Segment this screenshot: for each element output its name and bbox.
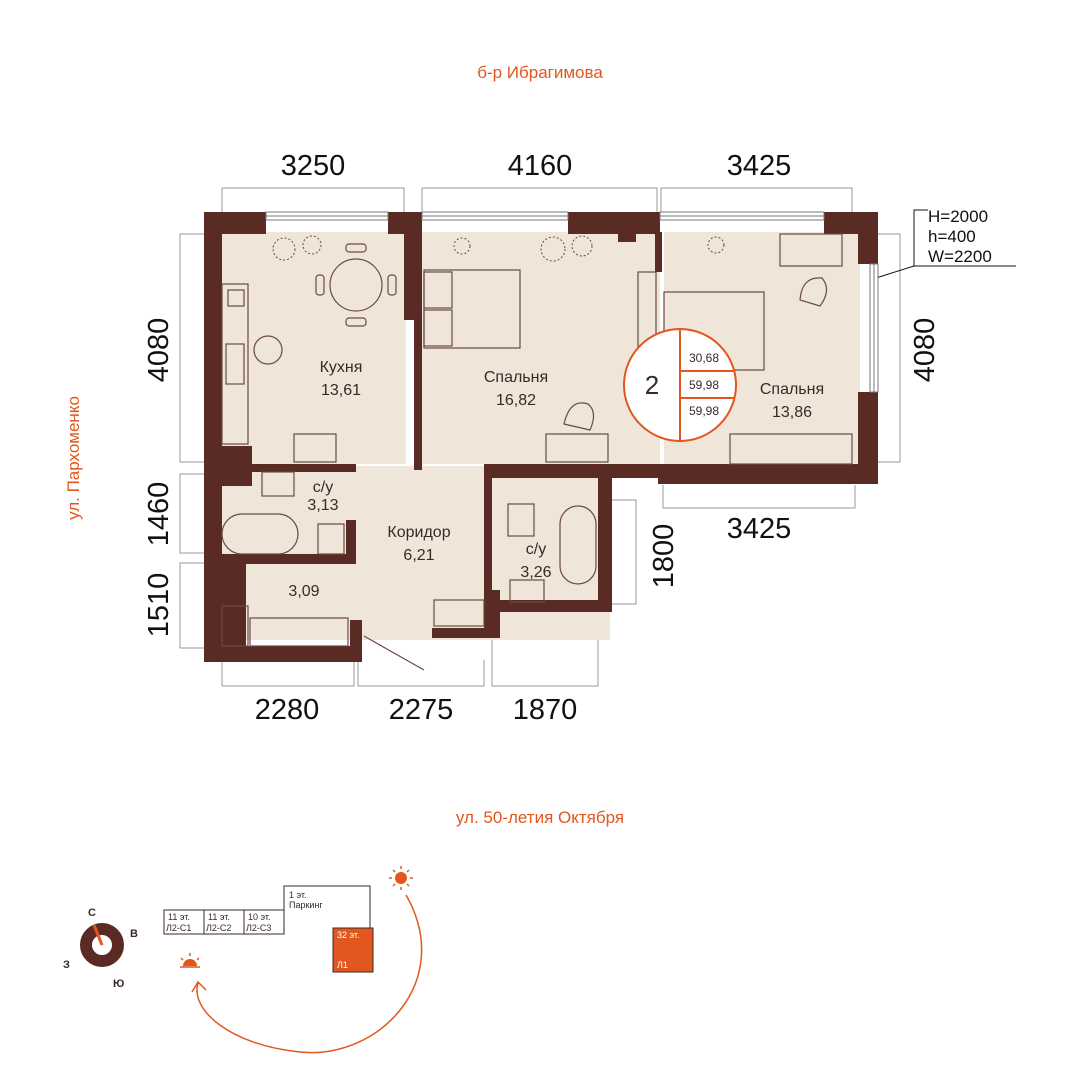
window-width: W=2200 (928, 247, 992, 266)
room-bedroom2-name: Спальня (760, 381, 824, 398)
total-area: 59,98 (689, 378, 719, 392)
parking-label: Паркинг (289, 900, 323, 910)
area-summary-badge: 2 30,68 59,98 59,98 (623, 328, 737, 442)
dim-bottom-1: 2280 (255, 694, 320, 726)
street-north-label: б-р Ибрагимова (477, 63, 603, 82)
room-corridor-name: Коридор (387, 524, 450, 541)
highlight-floors: 32 эт. (337, 930, 360, 940)
total-area-secondary: 59,98 (689, 404, 719, 418)
block2-name: Л2-С2 (206, 923, 231, 933)
windows (265, 211, 879, 393)
dim-top-3: 3425 (727, 150, 792, 182)
room-bath2-name: с/у (526, 541, 546, 558)
window-spec: H=2000 h=400 W=2200 (875, 207, 1016, 279)
dim-right-upper: 4080 (909, 318, 941, 383)
dim-left-3: 1510 (143, 573, 175, 638)
dim-left-1: 4080 (143, 318, 175, 383)
living-area: 30,68 (689, 351, 719, 365)
block3-floors: 10 эт. (248, 912, 271, 922)
dim-left-2: 1460 (143, 482, 175, 547)
room-storage-area: 3,09 (288, 583, 319, 600)
room-bath1-name: с/у (313, 479, 333, 496)
room-bath2-area: 3,26 (520, 564, 551, 581)
dim-right-mid: 3425 (727, 513, 792, 545)
street-south-label: ул. 50-летия Октября (456, 808, 624, 827)
highlight-name: Л1 (337, 960, 348, 970)
street-west-label: ул. Пархоменко (64, 396, 83, 520)
room-bedroom1-name: Спальня (484, 369, 548, 386)
parking-floors: 1 эт. (289, 890, 307, 900)
compass-west: З (63, 959, 70, 971)
dim-right-bath: 1800 (648, 524, 680, 589)
block1-floors: 11 эт. (168, 912, 190, 922)
room-corridor-area: 6,21 (403, 547, 434, 564)
block2-floors: 11 эт. (208, 912, 230, 922)
walls (204, 212, 878, 662)
compass-east: В (130, 928, 138, 940)
dim-bottom-2: 2275 (389, 694, 454, 726)
site-plan: 11 эт. Л2-С1 11 эт. Л2-С2 10 эт. Л2-С3 1… (163, 885, 374, 973)
sunrise-icon (180, 953, 200, 968)
dim-top-2: 4160 (508, 150, 573, 182)
compass: С В Ю З (63, 907, 138, 990)
sun-path (180, 866, 423, 1054)
room-kitchen-area: 13,61 (321, 382, 361, 399)
floor-area (220, 232, 860, 640)
room-bath1-area: 3,13 (307, 497, 338, 514)
room-bedroom2-area: 13,86 (772, 404, 812, 421)
dim-top-1: 3250 (281, 150, 346, 182)
rooms-count: 2 (645, 370, 659, 400)
room-kitchen-name: Кухня (320, 359, 363, 376)
dim-bottom-3: 1870 (513, 694, 578, 726)
room-bedroom1-area: 16,82 (496, 392, 536, 409)
window-sill: h=400 (928, 227, 976, 246)
compass-south: Ю (113, 978, 124, 990)
block1-name: Л2-С1 (166, 923, 191, 933)
block3-name: Л2-С3 (246, 923, 271, 933)
furniture (221, 233, 853, 671)
sun-icon (389, 866, 413, 890)
window-height: H=2000 (928, 207, 988, 226)
compass-north: С (88, 907, 96, 919)
dimension-lines (179, 187, 901, 687)
